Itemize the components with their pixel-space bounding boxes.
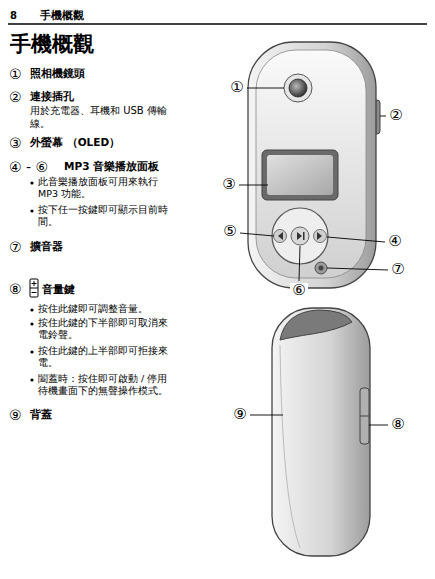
callout-number: ⑦ xyxy=(389,262,407,277)
page-number: 8 xyxy=(10,9,30,22)
item-heading: 外螢幕 （OLED） xyxy=(30,136,190,150)
callout-number: ② xyxy=(387,108,405,123)
running-header: 手機概觀 xyxy=(40,9,120,23)
bullet-text: 此音樂播放面板可用來執行 MP3 功能。 xyxy=(38,176,168,201)
bullet-text: 按下任一按鍵即可顯示目前時間。 xyxy=(38,204,168,229)
page-title: 手機概觀 xyxy=(10,31,94,58)
callout-number: ⑦ xyxy=(9,238,27,256)
item-heading: 擴音器 xyxy=(30,240,180,254)
bullet-text: 闔蓋時：按住即可啟動 / 停用待機畫面下的無聲操作模式。 xyxy=(38,373,168,398)
bullet-text: 按住此鍵的下半部即可取消來電鈴聲。 xyxy=(38,317,168,342)
leader-lines xyxy=(239,88,388,425)
bullet-dots xyxy=(30,181,33,381)
callout-number: ⑧ xyxy=(389,417,407,432)
bullet-text: 按住此鍵的上半部即可拒接來電。 xyxy=(38,345,168,370)
callout-number: ⑤ xyxy=(221,224,239,239)
item-heading: 背蓋 xyxy=(30,408,180,422)
item-heading: MP3 音樂播放面板 xyxy=(64,160,204,174)
header-rule xyxy=(8,23,427,25)
callout-number: ⑧ xyxy=(9,280,27,298)
callout-number: ⑨ xyxy=(231,407,249,422)
callout-number: ⑥ xyxy=(290,283,308,298)
callout-number: ③ xyxy=(9,134,27,152)
callout-range: ④ - ⑥ xyxy=(9,158,65,176)
callout-number: ① xyxy=(9,65,27,83)
phone-back-view xyxy=(272,308,370,556)
volume-key-icon xyxy=(30,279,38,297)
item-heading: 音量鍵 xyxy=(42,283,162,297)
item-heading: 連接插孔 xyxy=(30,90,180,104)
callout-number: ⑨ xyxy=(9,406,27,424)
callout-number: ② xyxy=(9,88,27,106)
callout-number: ③ xyxy=(220,177,238,192)
item-description: 用於充電器、耳機和 USB 傳輸線。 xyxy=(30,104,172,130)
bullet-text: 按住此鍵即可調整音量。 xyxy=(38,303,168,315)
item-heading: 照相機鏡頭 xyxy=(30,67,180,81)
phone-front-view xyxy=(248,42,380,288)
callout-number: ① xyxy=(228,80,246,95)
callout-number: ④ xyxy=(386,234,404,249)
